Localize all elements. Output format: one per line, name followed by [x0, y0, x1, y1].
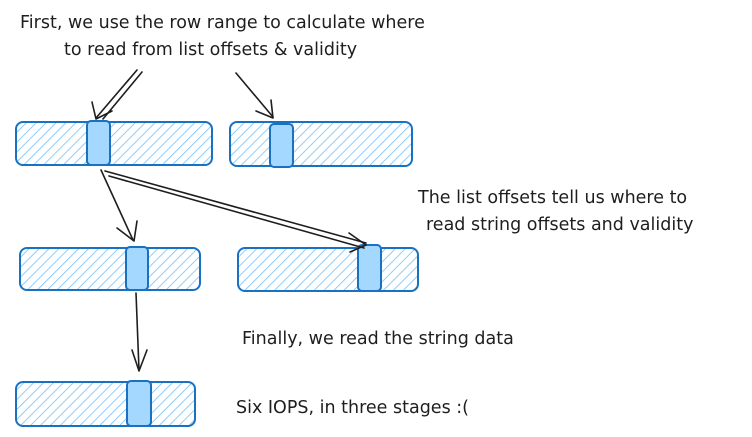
list-offsets-highlight — [86, 120, 111, 166]
arrow-intro-to-list-validity — [235, 72, 274, 119]
list-offsets-text-line-1: The list offsets tell us where to — [417, 188, 687, 208]
list-offsets-buffer — [15, 120, 213, 166]
list-offsets-text-line-2: read string offsets and validity — [426, 215, 693, 235]
string-validity-buffer — [237, 244, 419, 292]
arrow-string-offsets-to-string-data — [131, 292, 148, 372]
intro-text-line-2: to read from list offsets & validity — [64, 40, 357, 60]
string-offsets-highlight — [125, 246, 149, 291]
string-data-buffer — [15, 380, 196, 427]
summary-text: Six IOPS, in three stages :( — [236, 398, 469, 418]
string-data-highlight — [126, 380, 152, 427]
list-validity-highlight — [269, 123, 294, 168]
arrow-intro-to-list-offsets — [91, 69, 143, 120]
string-offsets-buffer — [19, 246, 201, 291]
string-validity-highlight — [357, 244, 382, 292]
arrow-list-offsets-to-string-offsets — [100, 169, 138, 242]
intro-text-line-1: First, we use the row range to calculate… — [20, 13, 425, 33]
list-validity-buffer — [229, 121, 413, 168]
finally-text: Finally, we read the string data — [242, 329, 514, 349]
arrow-list-offsets-to-string-validity — [104, 170, 367, 253]
